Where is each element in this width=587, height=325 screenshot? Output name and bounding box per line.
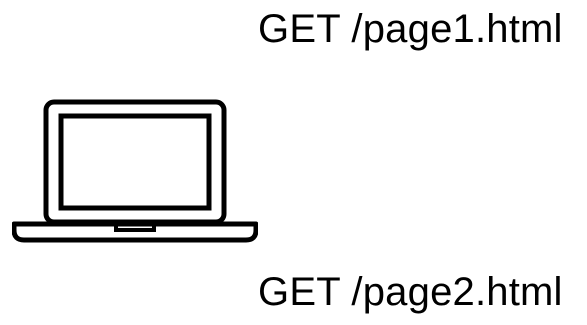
request-label-page1: GET /page1.html <box>258 7 563 51</box>
request-label-page2: GET /page2.html <box>258 270 563 314</box>
laptop-icon <box>12 96 258 246</box>
